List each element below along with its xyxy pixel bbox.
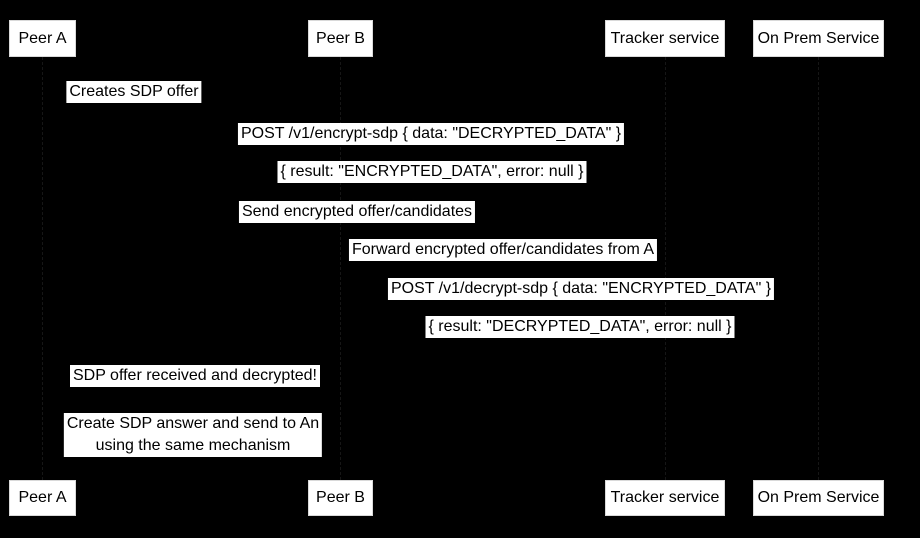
lifeline-on-prem-service xyxy=(818,57,819,480)
lifeline-tracker-service xyxy=(665,57,666,480)
actor-box-peer-b-bottom: Peer B xyxy=(308,480,373,516)
actor-box-peer-a-top: Peer A xyxy=(9,20,76,57)
actor-box-tracker-service-bottom: Tracker service xyxy=(605,480,725,516)
lifeline-peer-a xyxy=(42,57,43,480)
message-post-encrypt-sdp: POST /v1/encrypt-sdp { data: "DECRYPTED_… xyxy=(237,123,625,145)
message-encrypt-result: { result: "ENCRYPTED_DATA", error: null … xyxy=(277,161,587,183)
actor-box-on-prem-service-top: On Prem Service xyxy=(753,20,884,57)
lifeline-peer-b xyxy=(340,57,341,480)
message-creates-sdp-offer: Creates SDP offer xyxy=(66,81,202,103)
message-create-sdp-answer: Create SDP answer and send to An using t… xyxy=(63,413,323,457)
message-sdp-offer-received: SDP offer received and decrypted! xyxy=(70,365,320,387)
message-decrypt-result: { result: "DECRYPTED_DATA", error: null … xyxy=(425,316,735,338)
actor-box-tracker-service-top: Tracker service xyxy=(605,20,725,57)
message-forward-encrypted-offer: Forward encrypted offer/candidates from … xyxy=(348,239,658,261)
actor-box-on-prem-service-bottom: On Prem Service xyxy=(753,480,884,516)
message-send-encrypted-offer: Send encrypted offer/candidates xyxy=(238,201,476,223)
message-post-decrypt-sdp: POST /v1/decrypt-sdp { data: "ENCRYPTED_… xyxy=(387,278,775,300)
actor-box-peer-a-bottom: Peer A xyxy=(9,480,76,516)
actor-box-peer-b-top: Peer B xyxy=(308,20,373,57)
